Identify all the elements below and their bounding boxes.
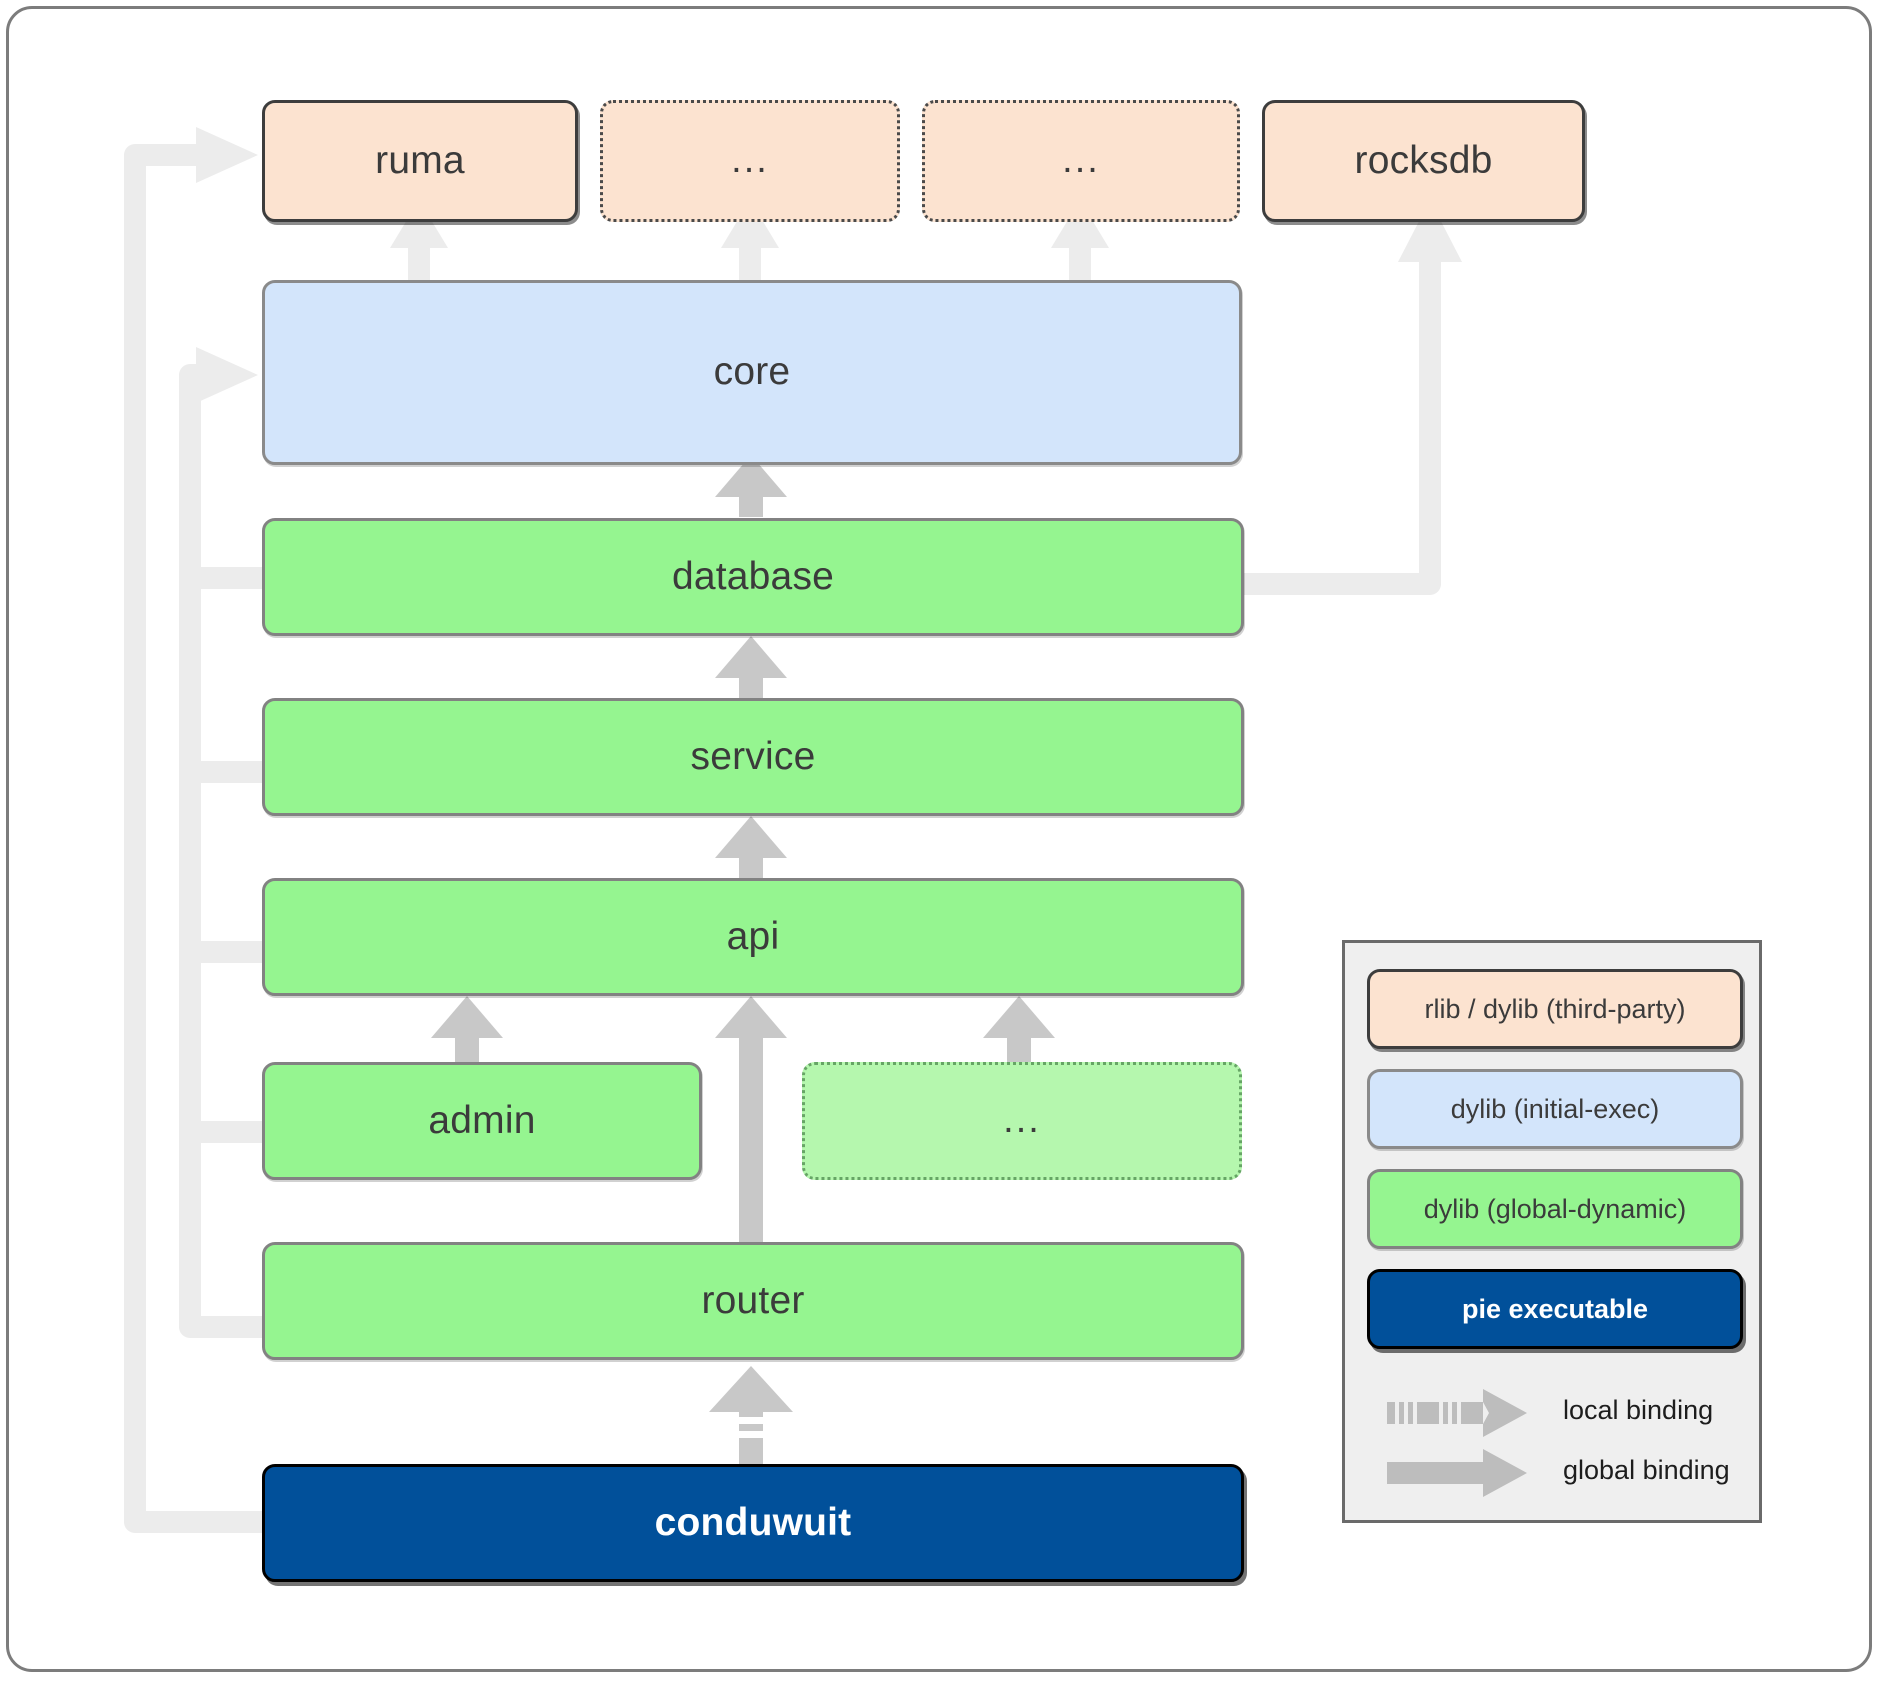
node-rocksdb-label: rocksdb — [1354, 138, 1493, 182]
legend-row-local-binding-label: local binding — [1563, 1395, 1714, 1425]
node-api-label: api — [726, 914, 780, 958]
node-service-label: service — [690, 734, 816, 778]
node-rocksdb[interactable]: rocksdb — [1262, 100, 1585, 222]
node-api[interactable]: api — [262, 878, 1244, 996]
node-third-other-2[interactable]: ... — [922, 100, 1240, 222]
node-admin-label: admin — [428, 1098, 536, 1142]
node-core-label: core — [713, 350, 791, 394]
legend-row-global-binding: global binding — [1367, 1445, 1743, 1501]
local-binding-arrow-icon — [1387, 1389, 1527, 1437]
node-third-other-2-label: ... — [1062, 139, 1100, 182]
legend-panel: rlib / dylib (third-party) dylib (initia… — [1342, 940, 1762, 1523]
legend-row-global-binding-label: global binding — [1563, 1455, 1730, 1485]
node-service[interactable]: service — [262, 698, 1244, 816]
node-ruma[interactable]: ruma — [262, 100, 578, 222]
legend-chip-pie-executable-label: pie executable — [1461, 1293, 1649, 1324]
node-conduwuit-label: conduwuit — [654, 1500, 852, 1544]
node-third-other-1-label: ... — [731, 139, 769, 182]
legend-chip-initial-exec-label: dylib (initial-exec) — [1450, 1093, 1660, 1124]
node-router[interactable]: router — [262, 1242, 1244, 1360]
node-third-other-1[interactable]: ... — [600, 100, 900, 222]
node-api-other-label: ... — [1003, 1099, 1041, 1142]
legend-chip-third-party[interactable]: rlib / dylib (third-party) — [1367, 969, 1743, 1049]
node-router-label: router — [701, 1278, 805, 1322]
legend-chip-global-dynamic-label: dylib (global-dynamic) — [1423, 1193, 1687, 1224]
legend-chip-initial-exec[interactable]: dylib (initial-exec) — [1367, 1069, 1743, 1149]
node-core[interactable]: core — [262, 280, 1242, 465]
legend-chip-pie-executable[interactable]: pie executable — [1367, 1269, 1743, 1349]
node-ruma-label: ruma — [375, 138, 465, 182]
node-admin[interactable]: admin — [262, 1062, 702, 1180]
legend-chip-third-party-label: rlib / dylib (third-party) — [1424, 993, 1686, 1024]
node-database[interactable]: database — [262, 518, 1244, 636]
legend-row-local-binding: local binding — [1367, 1385, 1743, 1441]
global-binding-arrow-icon — [1387, 1449, 1527, 1497]
node-api-other[interactable]: ... — [802, 1062, 1242, 1180]
legend-chip-global-dynamic[interactable]: dylib (global-dynamic) — [1367, 1169, 1743, 1249]
node-conduwuit[interactable]: conduwuit — [262, 1464, 1244, 1582]
node-database-label: database — [671, 554, 835, 598]
